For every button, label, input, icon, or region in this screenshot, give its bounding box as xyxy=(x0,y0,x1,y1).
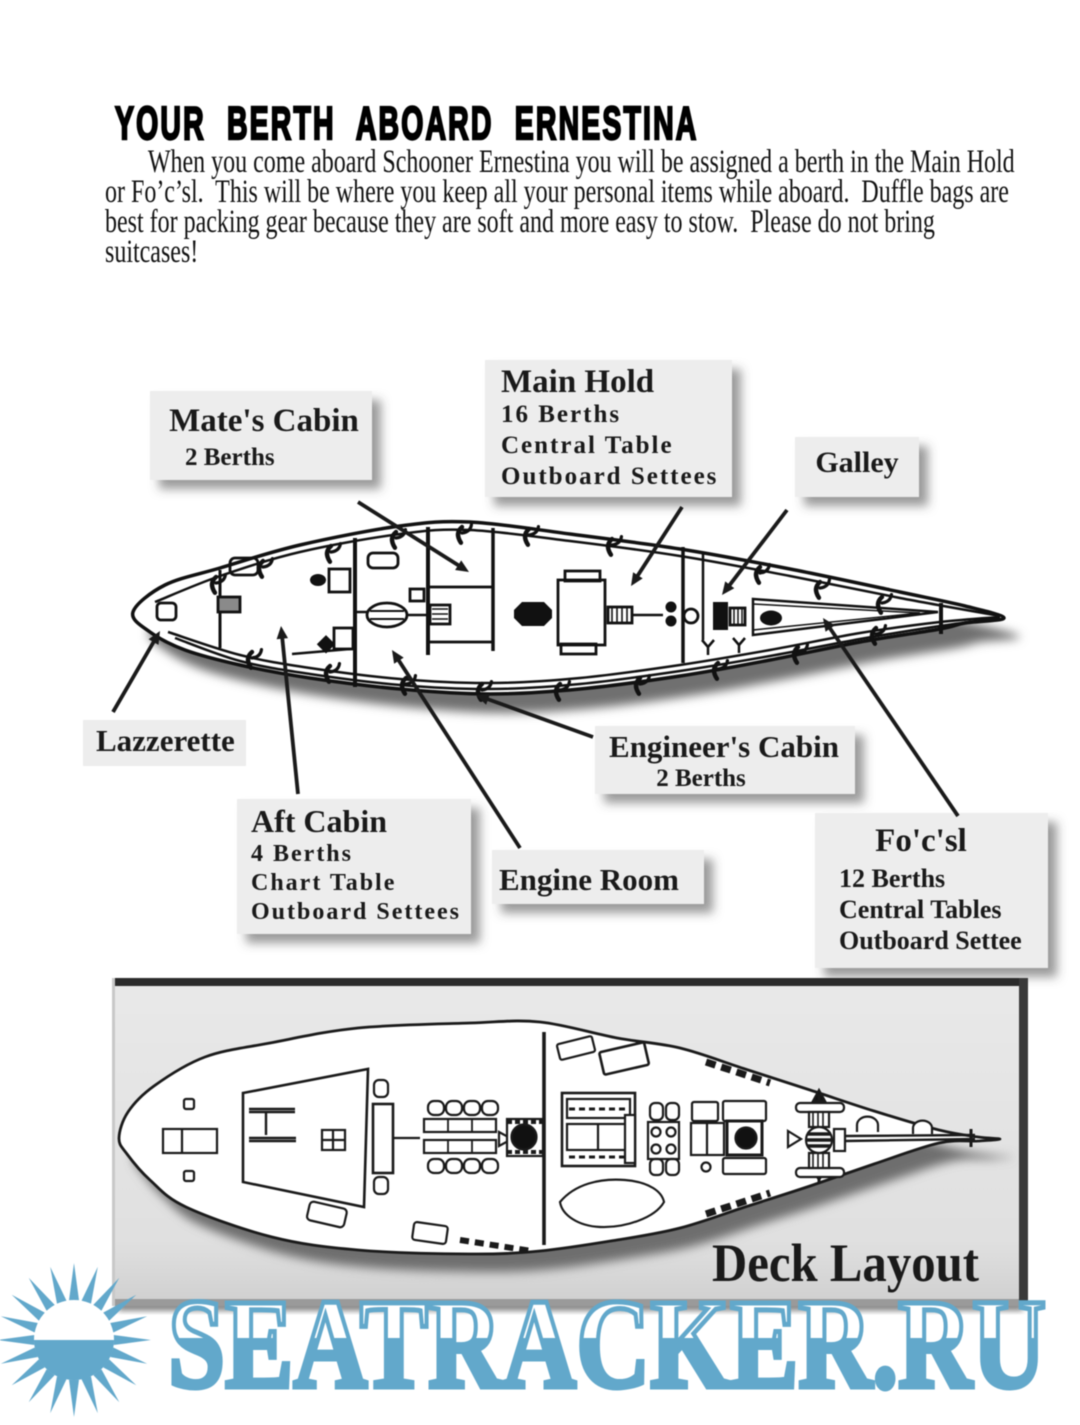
svg-text:Chart Table: Chart Table xyxy=(251,870,396,896)
svg-text:2 Berths: 2 Berths xyxy=(656,765,746,792)
svg-text:Fo'c'sl: Fo'c'sl xyxy=(875,823,967,859)
svg-text:Outboard Settees: Outboard Settees xyxy=(251,899,461,925)
svg-text:Galley: Galley xyxy=(815,446,898,479)
svg-text:16 Berths: 16 Berths xyxy=(501,401,621,428)
svg-text:12 Berths: 12 Berths xyxy=(839,864,945,893)
svg-text:Main Hold: Main Hold xyxy=(501,364,654,400)
svg-text:Engine Room: Engine Room xyxy=(499,862,679,897)
svg-text:Engineer's Cabin: Engineer's Cabin xyxy=(609,729,839,764)
svg-text:Lazzerette: Lazzerette xyxy=(96,723,235,758)
svg-text:Deck Layout: Deck Layout xyxy=(712,1233,979,1293)
svg-text:Central Tables: Central Tables xyxy=(839,895,1002,924)
svg-text:Mate's Cabin: Mate's Cabin xyxy=(169,403,359,439)
svg-text:Aft Cabin: Aft Cabin xyxy=(251,803,387,839)
svg-text:2 Berths: 2 Berths xyxy=(185,444,275,471)
svg-text:Outboard Settee: Outboard Settee xyxy=(839,926,1022,955)
svg-text:Outboard Settees: Outboard Settees xyxy=(501,463,718,490)
svg-text:Central Table: Central Table xyxy=(501,432,674,459)
svg-text:4 Berths: 4 Berths xyxy=(251,841,353,867)
svg-text:SEATRACKER.RU: SEATRACKER.RU xyxy=(168,1273,1046,1415)
svg-text:SEATRACKER.RU: SEATRACKER.RU xyxy=(168,1273,1046,1415)
